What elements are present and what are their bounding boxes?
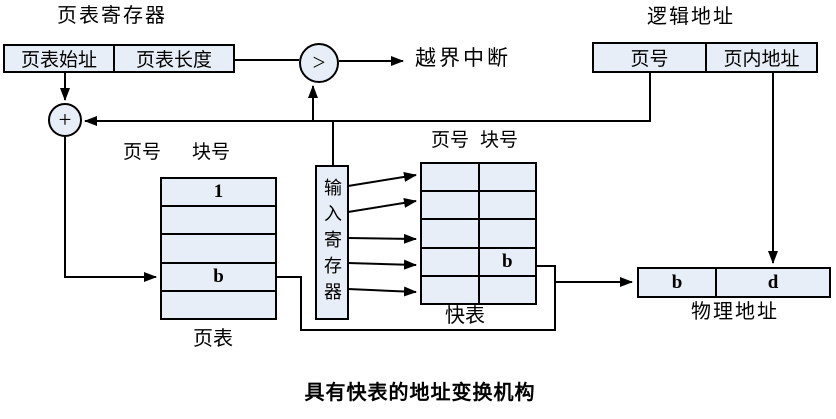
out-of-bounds-interrupt-label: 越界中断 <box>415 46 511 70</box>
tlb-cell <box>480 220 536 246</box>
tlb-row <box>422 164 536 193</box>
adder-to-page-table-arrow <box>64 137 157 282</box>
tlb-header-page: 页号 <box>430 130 469 151</box>
physical-block-field: b <box>639 269 717 296</box>
logical-address-title: 逻辑地址 <box>647 6 735 28</box>
tlb-cell <box>422 220 480 247</box>
tlb-cell <box>422 248 480 275</box>
page-table: 1 b <box>160 177 277 320</box>
tlb-row <box>422 192 536 221</box>
page-table-row <box>162 292 275 318</box>
tlb-cell <box>480 192 536 218</box>
tlb-row <box>422 220 536 249</box>
input-register-to-tlb-arrow-3 <box>347 233 417 244</box>
comparator-circle: > <box>299 43 339 83</box>
page-table-register-title: 页表寄存器 <box>57 5 167 27</box>
page-table-row <box>162 235 275 264</box>
physical-offset-field: d <box>767 271 779 293</box>
adder-circle: + <box>48 103 82 137</box>
page-table-output-line <box>277 265 556 331</box>
tlb-row: b <box>422 248 535 277</box>
input-register-box: 输入寄存器 <box>315 165 349 320</box>
logical-page-number-field: 页号 <box>594 44 707 71</box>
tlb-cell <box>480 277 536 303</box>
page-table-caption: 页表 <box>193 328 233 350</box>
pageno-to-adder-arrow <box>84 72 651 126</box>
page-table-length-field: 页表长度 <box>135 50 212 71</box>
physical-address-box: b d <box>637 267 831 298</box>
tlb-caption: 快表 <box>445 305 485 327</box>
tlb-header-block: 块号 <box>479 130 518 151</box>
tlb-row <box>422 276 536 304</box>
page-table-row: b <box>162 264 275 292</box>
input-register-to-tlb-arrow-4 <box>347 259 417 270</box>
input-register-to-tlb-arrow-2 <box>347 197 417 213</box>
input-register-to-tlb-arrow-5 <box>347 286 417 297</box>
physical-address-caption: 物理地址 <box>691 301 779 323</box>
page-table-register-box: 页表始址 页表长度 <box>3 44 235 73</box>
logical-address-box: 页号 页内地址 <box>592 42 818 73</box>
page-table-row: 1 <box>162 179 275 208</box>
diagram-caption: 具有快表的地址变换机构 <box>304 382 536 404</box>
tlb-table: b <box>420 162 537 305</box>
page-table-row <box>162 207 275 236</box>
tlb-cell <box>422 276 480 304</box>
page-table-header-block: 块号 <box>191 142 230 163</box>
input-register-to-tlb-arrow-1 <box>347 171 417 187</box>
page-table-header-page: 页号 <box>122 142 161 163</box>
page-table-start-field: 页表始址 <box>5 46 115 71</box>
logical-page-offset-field: 页内地址 <box>723 49 800 70</box>
tlb-cell <box>422 164 480 191</box>
tlb-cell: b <box>501 250 513 272</box>
tlb-cell <box>422 192 480 219</box>
tlb-cell <box>480 164 536 190</box>
